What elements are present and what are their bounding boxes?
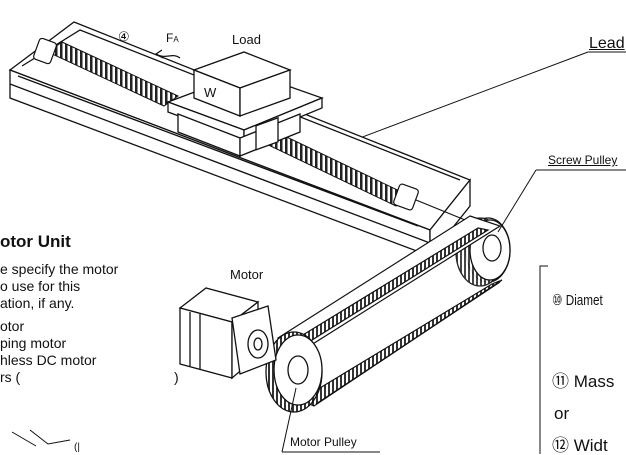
force-f: F bbox=[166, 31, 174, 45]
item-11-mass: ⑪ Mass bbox=[552, 372, 615, 391]
motor-body bbox=[178, 287, 277, 380]
motor-option-2: ping motor bbox=[0, 335, 67, 351]
or-label: or bbox=[554, 404, 570, 423]
timing-belt bbox=[276, 215, 503, 407]
motor-unit-title: otor Unit bbox=[0, 232, 71, 251]
motor-option-4-prefix: rs ( bbox=[0, 369, 21, 385]
circled-4-label: ④ bbox=[118, 29, 130, 44]
item-12-width: ⑫ Widt bbox=[552, 436, 608, 455]
load-box bbox=[192, 51, 292, 117]
force-subscript: A bbox=[173, 35, 179, 44]
screw-pulley-label: Screw Pulley bbox=[548, 153, 618, 167]
lead-screw-front bbox=[257, 129, 471, 223]
motor-pulley-label: Motor Pulley bbox=[290, 435, 357, 449]
lead-screw-back bbox=[33, 37, 179, 107]
motor-pulley bbox=[265, 331, 323, 413]
motor-unit-line2: o use for this bbox=[0, 278, 81, 294]
sketch-mark: (| bbox=[74, 442, 80, 453]
load-label: Load bbox=[232, 32, 261, 47]
right-panel-bracket bbox=[539, 265, 548, 454]
motor-unit-line1: e specify the motor bbox=[0, 261, 119, 277]
motor-option-4-suffix: ) bbox=[174, 369, 179, 385]
w-label: W bbox=[204, 85, 217, 100]
motor-unit-line3: ation, if any. bbox=[0, 295, 75, 311]
force-label: FA bbox=[166, 32, 179, 44]
motor-option-1: otor bbox=[0, 318, 25, 334]
slider-table bbox=[166, 71, 324, 157]
motor-option-3: hless DC motor bbox=[0, 352, 97, 368]
motor-label: Motor bbox=[230, 267, 264, 282]
item-10-diameter: ⑩ Diamet bbox=[552, 292, 603, 309]
force-arrow bbox=[154, 49, 181, 59]
sketch-line bbox=[11, 429, 71, 447]
lead-label: Lead bbox=[589, 35, 625, 52]
